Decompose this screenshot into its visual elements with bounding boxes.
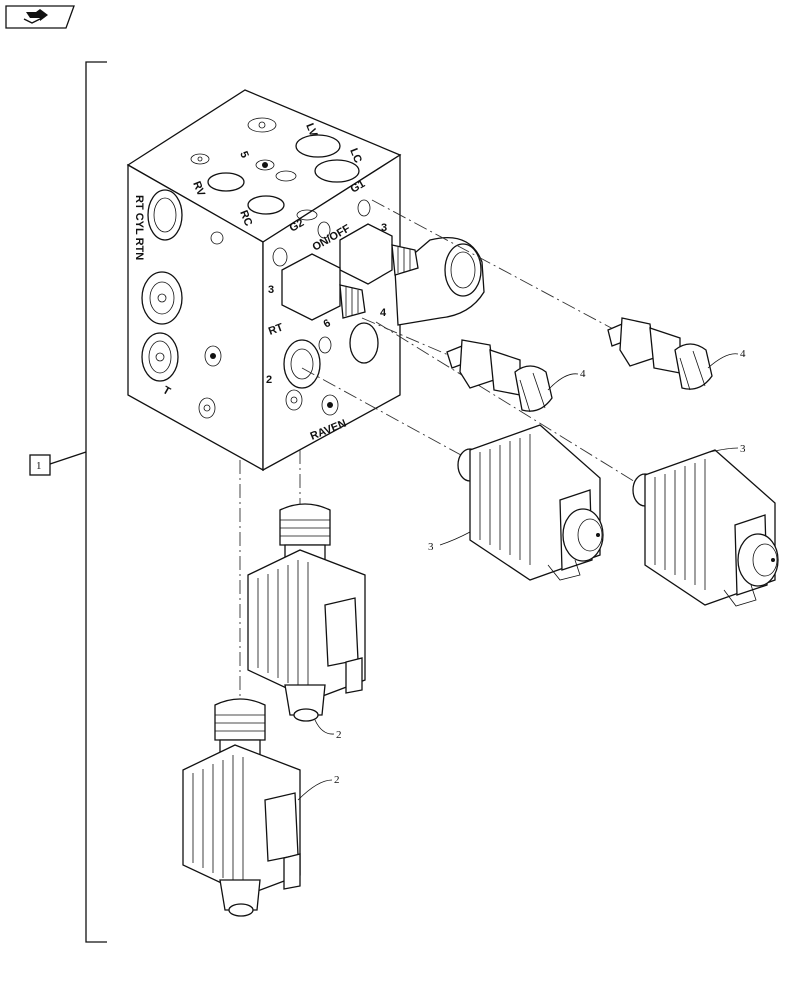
port-label-2: 2	[266, 374, 272, 386]
elbow-fitting	[394, 236, 485, 326]
port-label-lc: LC	[347, 147, 364, 165]
callout-3-right: 3	[740, 443, 746, 455]
book-arrow-icon	[23, 9, 48, 24]
callout-4-right: 4	[740, 348, 746, 360]
callout-leaders	[297, 353, 739, 801]
callout-2-lower: 2	[334, 774, 340, 786]
solenoid-coil-right	[632, 449, 779, 607]
port-label-rc: RC	[237, 209, 254, 228]
assembly-label: 1	[36, 460, 42, 472]
pressure-sensor-left	[446, 339, 553, 413]
cartridge-valve-lower	[182, 698, 301, 917]
callout-2-upper: 2	[336, 729, 342, 741]
port-label-4: 4	[380, 307, 387, 319]
port-label-rt-cyl-rtn: RT CYL RTN	[133, 195, 145, 260]
valve-block: LV LC 5 RV RC RT CYL RTN T G2 G1 O	[126, 89, 485, 472]
port-label-lv: LV	[303, 122, 319, 139]
port-label-rt: RT	[267, 321, 285, 337]
cartridge-valve-upper	[247, 503, 366, 722]
port-label-rv: RV	[190, 180, 207, 199]
top-ports	[190, 117, 360, 221]
callout-3-left: 3	[428, 541, 434, 553]
nav-button[interactable]	[5, 5, 75, 29]
pressure-sensor-right	[607, 317, 713, 391]
port-label-6: 6	[322, 317, 333, 330]
right-face-ports	[272, 199, 379, 416]
solenoid-coil-left	[457, 424, 604, 581]
callout-4-left: 4	[580, 368, 586, 380]
plug-fitting-upper	[339, 223, 419, 285]
port-label-5: 5	[237, 150, 250, 160]
plug-fitting-lower	[281, 253, 366, 321]
port-label-3-lower: 3	[268, 284, 274, 296]
port-label-3-upper: 3	[381, 222, 387, 234]
left-face-ports	[141, 189, 224, 419]
assembly-bracket: 1	[29, 61, 107, 943]
